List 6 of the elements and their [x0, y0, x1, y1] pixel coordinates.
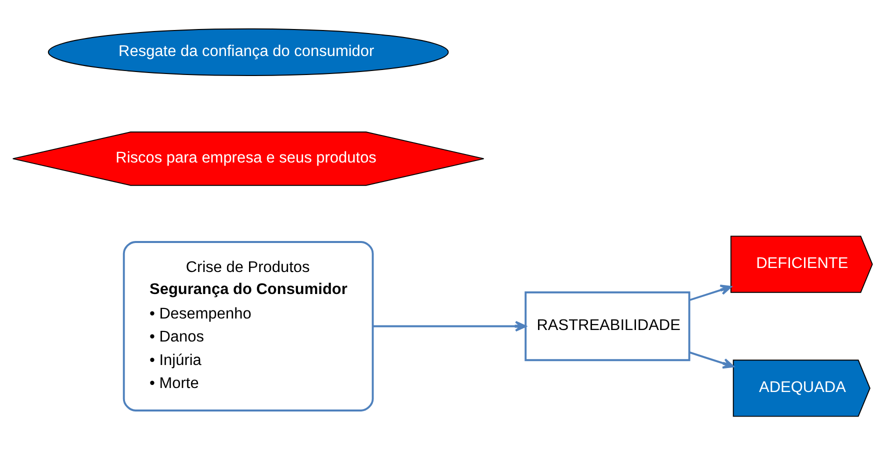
- arrow: [689, 284, 732, 301]
- node-box: RASTREABILIDADE: [524, 290, 690, 361]
- arrow: [372, 320, 526, 332]
- node-box: Crise de Produtos Segurança do Consumidor • Desempenho • Danos • Injúria • Morte: [122, 240, 374, 411]
- node-ellipse: Resgate da confiança do consumidor: [48, 28, 449, 76]
- arrow: [689, 350, 734, 368]
